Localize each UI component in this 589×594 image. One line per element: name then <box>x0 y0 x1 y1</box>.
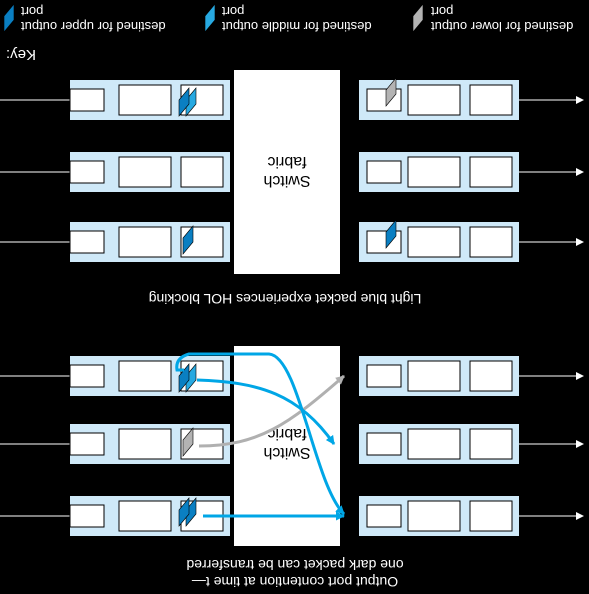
mixed-packet-icon <box>178 363 197 393</box>
key-item-lower: destined for lower output port <box>412 3 574 34</box>
output-queue-4 <box>359 222 519 262</box>
switch-fabric-bottom-line1: Switch <box>263 444 310 461</box>
output-queue-6 <box>359 80 519 120</box>
gray-packet-transfer-arrow <box>198 374 345 448</box>
light-packet-intended-arrow <box>196 378 336 445</box>
key-lower-line2: port <box>431 4 454 19</box>
input-queue-6 <box>69 80 230 120</box>
dark-blue-swatch-icon <box>3 3 15 33</box>
input-queue-4 <box>69 222 230 262</box>
key-legend: Key: destined for upper output port dest… <box>3 3 574 63</box>
hol-caption: Light blue packet experiences HOL blocki… <box>149 291 422 307</box>
dark-blue-packet-icon <box>182 225 194 255</box>
key-lower-line1: destined for lower output <box>431 19 574 34</box>
contention-caption-line1: Output port contention at time t— <box>192 574 398 590</box>
dark-blue-packet-output-icon <box>385 219 397 249</box>
key-upper-line2: port <box>21 4 44 19</box>
switch-fabric-bottom: Switch fabric <box>234 346 340 546</box>
switch-fabric-top-line1: Switch <box>263 172 310 189</box>
gray-packet-output-icon <box>385 77 397 107</box>
key-title: Key: <box>6 46 36 63</box>
key-item-middle: destined for middle output port <box>204 3 372 34</box>
switch-fabric-bottom-line2: fabric <box>267 425 306 442</box>
output-queue-2 <box>359 424 519 464</box>
output-queue-3 <box>359 356 519 396</box>
dark-blue-packet-icon <box>178 497 197 527</box>
gray-swatch-icon <box>412 3 424 33</box>
switch-fabric-top-line2: fabric <box>267 153 306 170</box>
gray-packet-icon <box>182 427 194 457</box>
key-middle-line2: port <box>222 4 245 19</box>
input-queue-5 <box>69 152 230 192</box>
key-item-upper: destined for upper output port <box>3 3 166 34</box>
light-blue-swatch-icon <box>204 3 216 33</box>
hol-blocking-panel: Light blue packet experiences HOL blocki… <box>0 70 584 307</box>
key-middle-line1: destined for middle output <box>222 19 372 34</box>
switch-fabric-top: Switch fabric <box>234 70 340 274</box>
output-queue-1 <box>359 496 519 536</box>
mixed-packet-icon <box>178 87 197 117</box>
contention-panel: Output port contention at time t— one da… <box>0 346 584 590</box>
contention-caption-line2: one dark packet can be transferred <box>186 557 403 573</box>
key-upper-line1: destined for upper output <box>21 19 166 34</box>
blocked-dark-packet-arrow <box>175 352 346 516</box>
output-queue-5 <box>359 152 519 192</box>
input-queue-2 <box>69 424 230 464</box>
input-queue-3 <box>69 356 230 396</box>
